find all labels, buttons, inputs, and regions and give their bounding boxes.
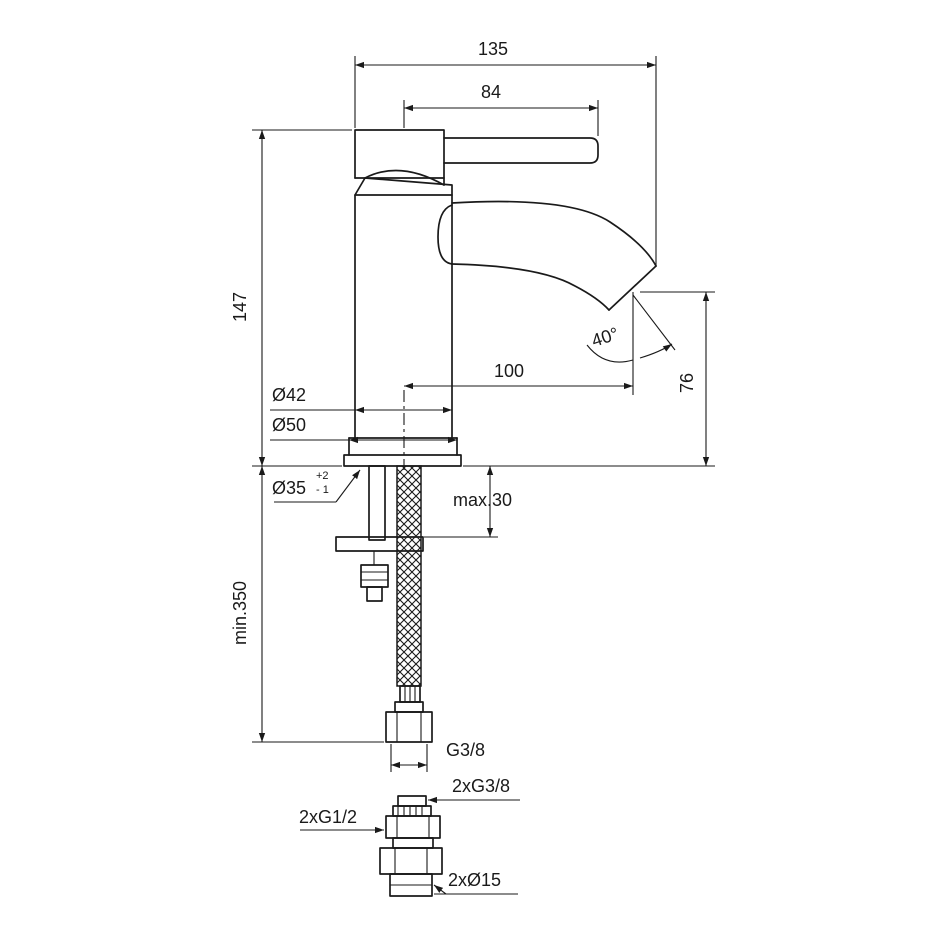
label-lever-length: 84 [481,82,501,102]
label-spout-angle: 40° [589,323,621,350]
label-height: 147 [230,292,250,322]
label-outlet-height: 76 [677,373,697,393]
flexible-hose [385,465,433,743]
label-min-length: min.350 [230,581,250,645]
base-plate [343,454,462,467]
label-valve-inlet: 2xG1/2 [299,807,357,827]
angle-valve [379,795,443,897]
label-body-diameter: Ø42 [272,385,306,405]
mounting-stud [335,465,424,602]
label-hole-tol-minus: - 1 [316,484,329,496]
label-hole-diameter: Ø35 [272,478,306,498]
label-max-thickness: max.30 [453,490,512,510]
dimension-labels: 135 84 147 76 100 40° Ø42 Ø50 Ø35 +2 - 1… [230,39,697,890]
dimension-lines [252,56,715,895]
label-valve-outlet: 2xG3/8 [452,776,510,796]
label-hole-tol-plus: +2 [316,470,329,482]
label-width-total: 135 [478,39,508,59]
label-base-diameter: Ø50 [272,415,306,435]
lever-handle [354,129,599,196]
tap-body [343,194,462,470]
fixing-bracket [335,536,424,552]
label-valve-pipe: 2xØ15 [448,870,501,890]
label-spout-reach: 100 [494,361,524,381]
label-hose-thread: G3/8 [446,740,485,760]
hose-nut [385,711,433,743]
spout [437,200,657,311]
